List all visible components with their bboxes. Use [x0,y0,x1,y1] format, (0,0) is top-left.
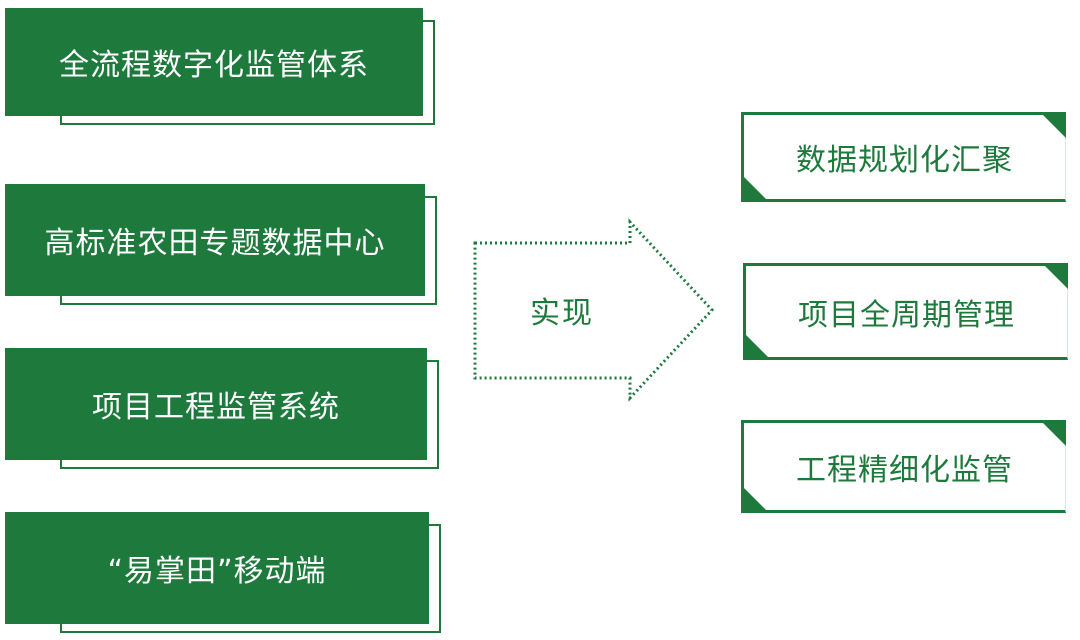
left-box-4-label: “易掌田”移动端 [5,512,429,624]
right-box-2-corner-bottom [743,332,771,360]
right-box-1-corner-top [1040,112,1066,138]
right-box-3-corner-top [1040,420,1066,446]
dotted-arrow-shape [473,218,715,402]
arrow-label: 实现 [530,296,594,331]
right-box-3-label: 工程精细化监管 [796,452,1013,488]
right-box-2-label: 项目全周期管理 [798,297,1015,333]
left-box-1: 全流程数字化监管体系 [5,8,435,125]
left-box-3-label: 项目工程监管系统 [5,348,427,460]
dotted-arrow [473,218,715,402]
right-box-2: 项目全周期管理 [743,263,1068,360]
right-box-2-corner-top [1042,263,1068,289]
left-box-2-label: 高标准农田专题数据中心 [5,184,425,296]
left-box-2: 高标准农田专题数据中心 [5,184,437,305]
right-box-1-corner-bottom [741,174,769,202]
right-box-3-corner-bottom [741,485,769,513]
right-box-1-label: 数据规划化汇聚 [796,143,1013,178]
left-box-3: 项目工程监管系统 [5,348,439,469]
right-box-3: 工程精细化监管 [741,420,1066,513]
right-box-1: 数据规划化汇聚 [741,112,1066,202]
left-box-1-label: 全流程数字化监管体系 [5,8,423,116]
left-box-4: “易掌田”移动端 [5,512,441,633]
